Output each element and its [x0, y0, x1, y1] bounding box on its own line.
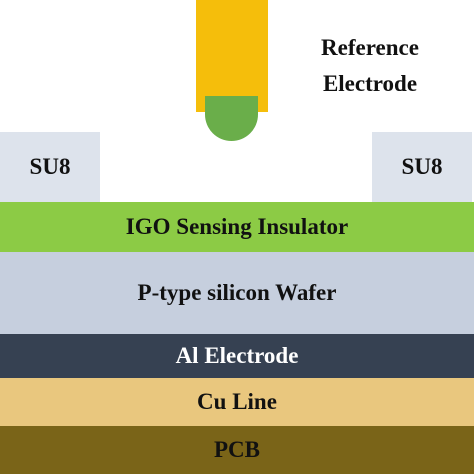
reference-electrode-label-line2: Electrode: [322, 71, 418, 96]
layer-igo-sensing-insulator: IGO Sensing Insulator: [0, 202, 474, 252]
su8-right-label: SU8: [401, 154, 443, 179]
layer-cu-line: Cu Line: [0, 378, 474, 426]
layer-al-label: Al Electrode: [175, 343, 299, 368]
reference-electrode-label: Reference Electrode: [300, 30, 440, 102]
su8-block-right: SU8: [372, 132, 472, 202]
reference-electrode-body: [196, 0, 268, 112]
reference-electrode-label-line1: Reference: [321, 35, 419, 60]
layer-pcb: PCB: [0, 426, 474, 474]
su8-left-label: SU8: [29, 154, 71, 179]
layer-p-type-silicon-wafer: P-type silicon Wafer: [0, 252, 474, 334]
layer-igo-label: IGO Sensing Insulator: [125, 214, 349, 239]
layer-silicon-label: P-type silicon Wafer: [137, 280, 337, 305]
reference-electrode-tip: [205, 96, 258, 141]
su8-block-left: SU8: [0, 132, 100, 202]
layer-pcb-label: PCB: [214, 437, 260, 462]
layer-cu-label: Cu Line: [197, 389, 277, 414]
layer-al-electrode: Al Electrode: [0, 334, 474, 378]
